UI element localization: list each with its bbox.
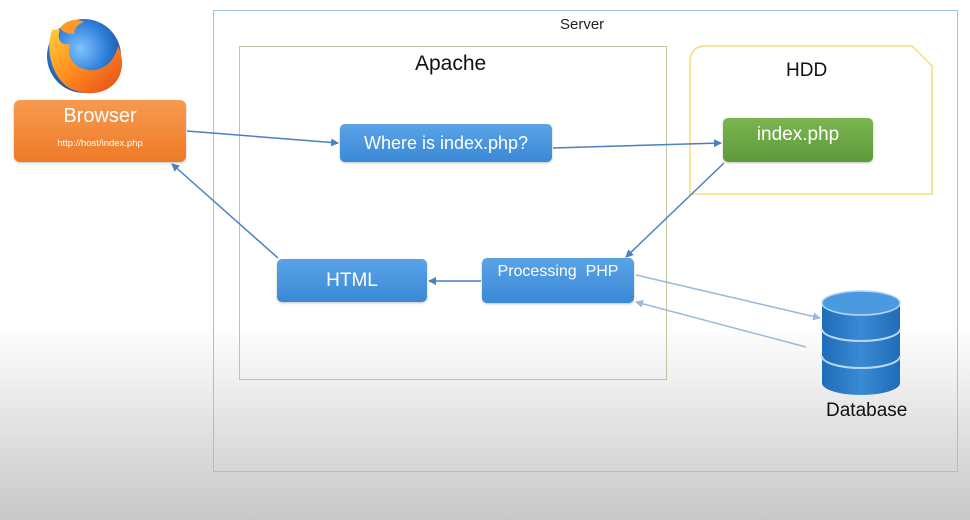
html-node: HTML bbox=[277, 259, 427, 302]
database-cylinder-icon bbox=[821, 290, 901, 395]
firefox-logo-icon bbox=[47, 19, 123, 94]
browser-title: Browser bbox=[63, 105, 137, 127]
processing-php-node: Processing PHP bbox=[482, 258, 634, 303]
browser-url: http://host/index.php bbox=[57, 138, 143, 149]
arrow-where-to-index bbox=[552, 139, 722, 149]
arrow-browser-to-where bbox=[186, 130, 339, 147]
database-label: Database bbox=[826, 400, 908, 421]
apache-container bbox=[239, 46, 667, 380]
index-php-node: index.php bbox=[723, 118, 873, 162]
where-is-node: Where is index.php? bbox=[340, 124, 552, 162]
apache-label: Apache bbox=[415, 52, 487, 75]
hdd-label: HDD bbox=[786, 60, 828, 81]
arrow-database-to-processing bbox=[635, 299, 807, 348]
server-label: Server bbox=[560, 16, 605, 33]
arrow-html-to-browser bbox=[171, 163, 279, 259]
arrow-index-to-processing bbox=[625, 162, 725, 258]
browser-node: Browser http://host/index.php bbox=[14, 100, 186, 162]
server-container bbox=[213, 10, 958, 472]
arrow-processing-to-database bbox=[635, 274, 821, 321]
